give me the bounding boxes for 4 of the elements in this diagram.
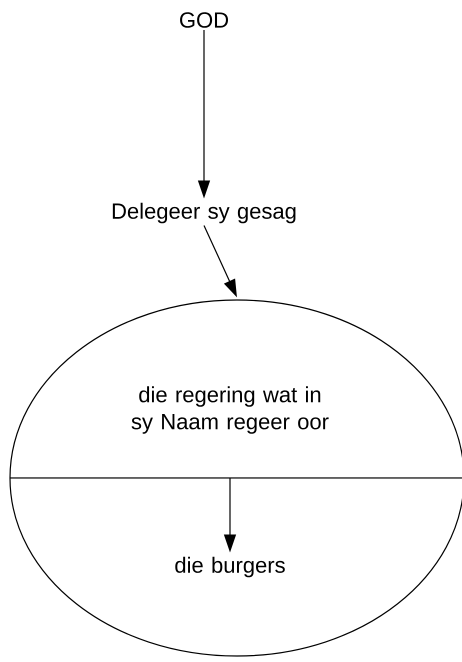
node-text: Delegeer sy gesag [112, 202, 296, 224]
node-text: GOD [180, 12, 228, 28]
node-text: die regering wat in sy Naam regeer oor [132, 386, 329, 434]
node-text: die burgers [175, 556, 285, 578]
